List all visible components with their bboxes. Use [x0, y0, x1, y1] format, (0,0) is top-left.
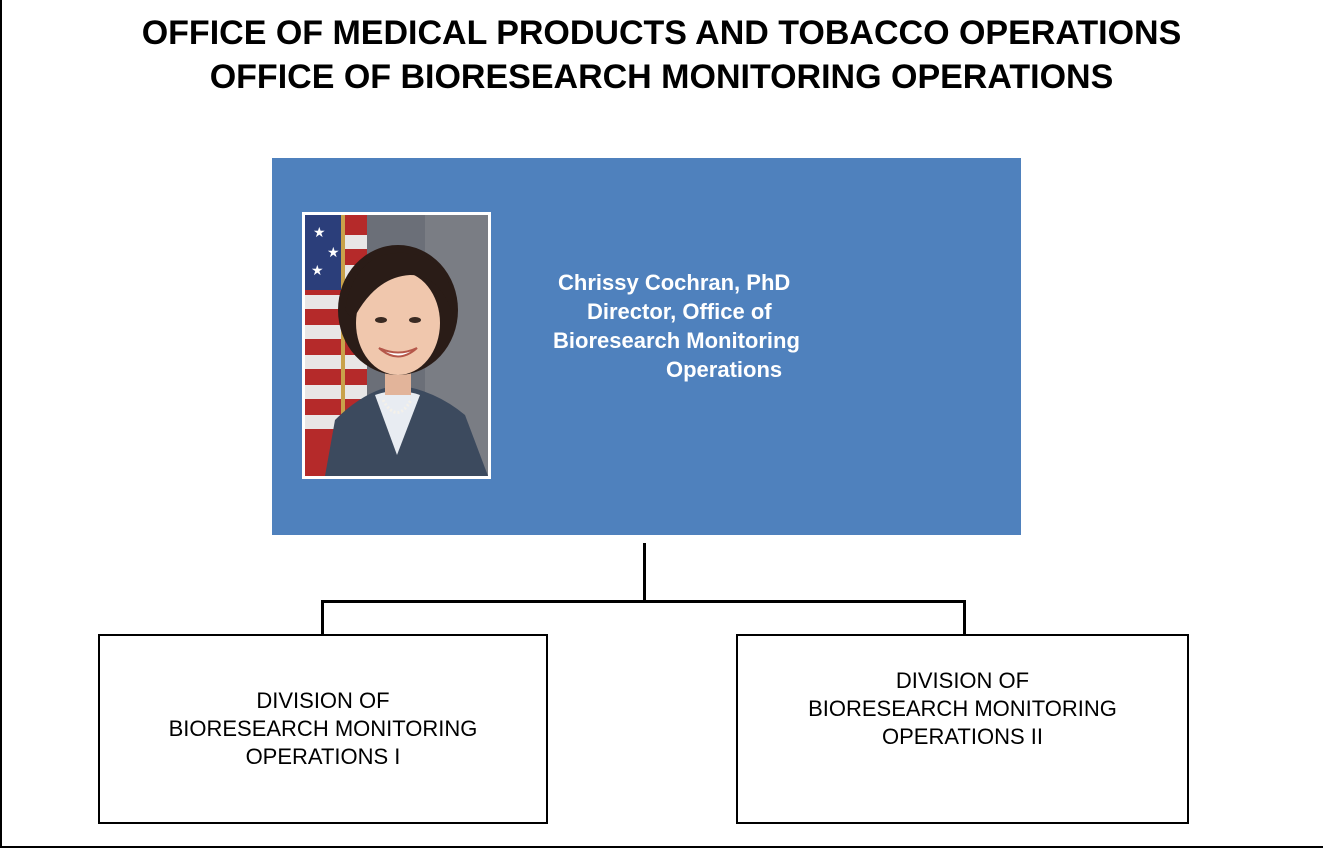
- svg-text:★: ★: [311, 263, 324, 279]
- portrait-photo-icon: ★ ★ ★: [305, 215, 488, 476]
- director-info: Chrissy Cochran, PhD Director, Office of…: [540, 268, 920, 384]
- svg-text:★: ★: [327, 245, 340, 261]
- director-photo: ★ ★ ★: [302, 212, 491, 479]
- director-title-line1: Director, Office of: [587, 299, 772, 324]
- division-1-line1: DIVISION OF: [256, 688, 390, 713]
- division-2-line1: DIVISION OF: [895, 668, 1030, 693]
- division-box-2: DIVISION OF BIORESEARCH MONITORING OPERA…: [736, 634, 1189, 824]
- connector-right-drop: [963, 600, 966, 635]
- connector-left-drop: [321, 600, 324, 635]
- division-1-line3: OPERATIONS I: [245, 744, 401, 769]
- division-label-1: DIVISION OF BIORESEARCH MONITORING OPERA…: [169, 687, 478, 771]
- svg-text:★: ★: [313, 225, 326, 241]
- director-title-line3: Operations: [666, 357, 783, 382]
- division-2-line2: BIORESEARCH MONITORING: [808, 696, 1117, 721]
- division-box-1: DIVISION OF BIORESEARCH MONITORING OPERA…: [98, 634, 548, 824]
- director-name: Chrissy Cochran, PhD: [558, 270, 791, 295]
- page-subtitle: OFFICE OF BIORESEARCH MONITORING OPERATI…: [209, 58, 1114, 96]
- page-title: OFFICE OF MEDICAL PRODUCTS AND TOBACCO O…: [141, 14, 1182, 52]
- division-label-2: DIVISION OF BIORESEARCH MONITORING OPERA…: [808, 667, 1117, 751]
- director-title-line2: Bioresearch Monitoring: [553, 328, 800, 353]
- division-2-line3: OPERATIONS II: [882, 724, 1043, 749]
- connector-horizontal: [321, 600, 966, 603]
- connector-vertical-main: [643, 543, 646, 602]
- division-1-line2: BIORESEARCH MONITORING: [168, 716, 478, 741]
